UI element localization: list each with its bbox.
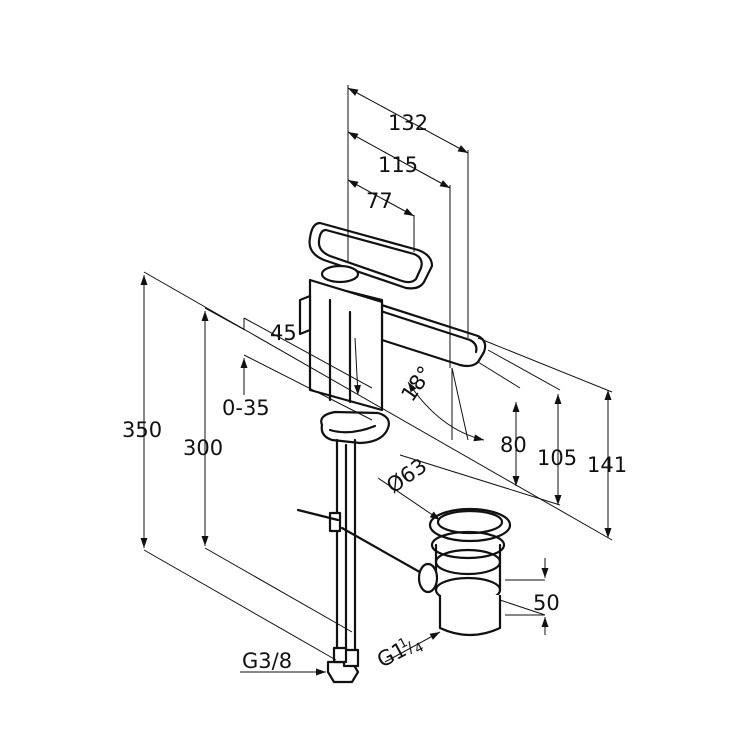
label-g114: G1 1 / 4 xyxy=(373,635,427,672)
base-ring xyxy=(320,410,390,445)
base-ring-inner xyxy=(328,424,377,434)
dim-line-115 xyxy=(347,131,451,189)
label-77: 77 xyxy=(366,189,393,213)
supply-connector-top xyxy=(332,646,348,664)
popup-waste xyxy=(417,507,512,637)
drain-body-top xyxy=(434,548,502,576)
label-0-35: 0-35 xyxy=(222,396,270,420)
label-45: 45 xyxy=(270,321,297,345)
drain-flange xyxy=(430,530,506,560)
lever-handle xyxy=(308,221,434,290)
label-dia63: Ø63 xyxy=(382,454,431,498)
label-132: 132 xyxy=(388,111,428,135)
popup-rod xyxy=(296,508,340,522)
dimension-lines xyxy=(140,85,613,676)
back-plate xyxy=(298,294,312,336)
popup-linkage xyxy=(340,526,427,577)
label-angle-18: 18° xyxy=(396,362,437,406)
handle-cylinder xyxy=(320,264,360,284)
label-300: 300 xyxy=(183,436,223,460)
angle-arc xyxy=(407,381,485,442)
body-column xyxy=(308,278,384,412)
dim-line-45 xyxy=(353,337,361,396)
shank-nut xyxy=(328,511,342,533)
label-80: 80 xyxy=(500,433,527,457)
label-141: 141 xyxy=(587,453,627,477)
dim-line-77 xyxy=(347,179,415,217)
label-115: 115 xyxy=(378,153,418,177)
drain-tailpiece xyxy=(438,595,502,637)
leader-g114 xyxy=(384,631,441,663)
label-g38: G3/8 xyxy=(242,649,292,673)
label-350: 350 xyxy=(122,418,162,442)
drain-side-nut xyxy=(417,562,439,594)
label-105: 105 xyxy=(537,446,577,470)
dimension-labels: 132 115 77 45 0-35 350 300 80 105 141 18… xyxy=(122,111,627,673)
lever-handle-inner xyxy=(317,228,423,284)
spout xyxy=(308,280,487,368)
leader-dia63 xyxy=(377,477,441,521)
spout-inner-edge xyxy=(314,288,478,354)
label-50: 50 xyxy=(533,591,560,615)
